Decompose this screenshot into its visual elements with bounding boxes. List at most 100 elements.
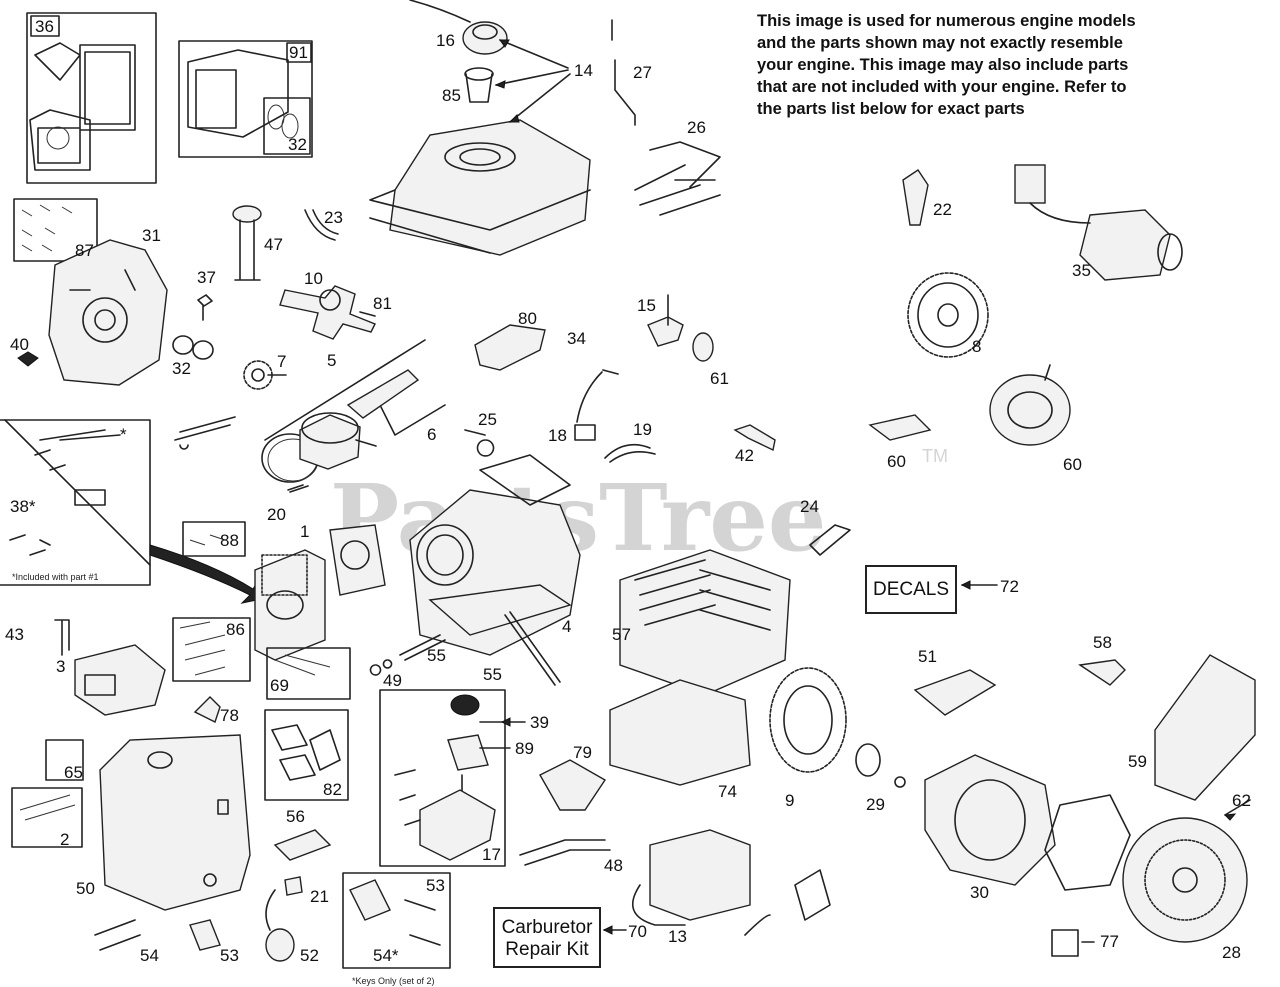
callout-77: 77 <box>1100 932 1119 951</box>
callout-89: 89 <box>515 739 534 758</box>
hardware-box-77 <box>1051 929 1079 957</box>
rod-55b <box>504 611 561 686</box>
dipstick-47 <box>232 205 262 281</box>
callout-30: 30 <box>970 883 989 902</box>
callout-53a: 53 <box>426 876 445 895</box>
footnote-included: *Included with part #1 <box>12 572 99 582</box>
valves <box>174 416 236 450</box>
crankshaft-10 <box>279 285 376 340</box>
blower-housing-50 <box>99 734 251 911</box>
gasket-box-82 <box>264 709 349 801</box>
callout-23: 23 <box>324 208 343 227</box>
bracket-56 <box>273 829 332 861</box>
callout-29: 29 <box>866 795 885 814</box>
hardware-set-87 <box>13 198 98 262</box>
wire-harness <box>744 914 771 936</box>
callout-61: 61 <box>710 369 729 388</box>
crankcase-cover-31 <box>17 239 168 386</box>
fuel-valve-15 <box>647 294 684 347</box>
carburetor-kit-label-line1: Carburetor <box>501 917 593 938</box>
cylinder-head-1 <box>254 549 326 661</box>
elbow-43 <box>54 619 70 656</box>
callout-28: 28 <box>1222 943 1241 962</box>
callout-21: 21 <box>310 887 329 906</box>
rod-55 <box>399 634 446 661</box>
callout-10: 10 <box>304 269 323 288</box>
flywheel-8 <box>907 272 989 358</box>
callout-59: 59 <box>1128 752 1147 771</box>
callout-88: 88 <box>220 531 239 550</box>
carburetor-kit-label-line2: Repair Kit <box>505 939 589 960</box>
fuel-cap-16 <box>409 0 508 55</box>
callout-40: 40 <box>10 335 29 354</box>
fan-9 <box>769 667 847 773</box>
callout-87: 87 <box>75 241 94 260</box>
carburetor-repair-kit-box[interactable]: Carburetor Repair Kit <box>493 907 601 968</box>
callout-55a: 55 <box>427 646 446 665</box>
callout-55b: 55 <box>483 665 502 684</box>
hardware-box-86 <box>172 617 251 682</box>
footnote-keys: *Keys Only (set of 2) <box>352 976 435 986</box>
bracket-78 <box>193 696 221 723</box>
callout-1: 1 <box>300 522 309 541</box>
head-gasket <box>329 524 386 596</box>
carburetor-box-17 <box>379 689 506 867</box>
arrowhead-72 <box>960 580 971 590</box>
arrowhead-62 <box>1223 813 1237 821</box>
callout-34: 34 <box>567 329 586 348</box>
hardware-box-69 <box>266 647 351 700</box>
spark-plug-wire-34 <box>574 369 619 441</box>
callout-57: 57 <box>612 625 631 644</box>
blower-housing-30 <box>924 754 1056 886</box>
callout-48: 48 <box>604 856 623 875</box>
bracket-51 <box>913 669 997 716</box>
callout-35: 35 <box>1072 261 1091 280</box>
callout-62: 62 <box>1232 791 1251 810</box>
callout-25: 25 <box>478 410 497 429</box>
bracket-22 <box>902 169 929 226</box>
muffler-cover-74 <box>609 679 751 786</box>
recoil-starter-28 <box>1122 817 1248 943</box>
callout-32: 32 <box>288 135 307 154</box>
callout-7: 7 <box>277 352 286 371</box>
callout-39: 39 <box>530 713 549 732</box>
hose-23 <box>304 209 339 241</box>
callout-60b: 60 <box>1063 455 1082 474</box>
gear-7 <box>243 360 287 390</box>
callout-18: 18 <box>548 426 567 445</box>
callout-13: 13 <box>668 927 687 946</box>
leader-62 <box>1224 799 1251 816</box>
callout-32b: 32 <box>172 359 191 378</box>
callout-60a: 60 <box>887 452 906 471</box>
callout-54star: 54* <box>373 946 399 965</box>
bracket-24 <box>809 524 851 556</box>
wire-19 <box>604 443 656 463</box>
callout-16: 16 <box>436 31 455 50</box>
callout-26: 26 <box>687 118 706 137</box>
callout-4: 4 <box>562 617 571 636</box>
decals-box[interactable]: DECALS <box>865 565 957 614</box>
plug-52 <box>265 889 295 962</box>
gear-25 <box>464 429 495 457</box>
bracket-79 <box>539 759 606 811</box>
arrowhead-39 <box>500 717 511 727</box>
callout-27: 27 <box>633 63 652 82</box>
callout-91: 91 <box>289 43 308 62</box>
callout-56: 56 <box>286 807 305 826</box>
callout-15: 15 <box>637 296 656 315</box>
filter-mesh <box>794 869 831 921</box>
knob-61 <box>692 332 714 362</box>
air-cleaner-13 <box>631 829 751 926</box>
callout-20: 20 <box>267 505 286 524</box>
starter-motor-35 <box>1014 164 1183 281</box>
callout-37: 37 <box>197 268 216 287</box>
kit-38: *Included with part #1 <box>0 419 151 586</box>
callout-8: 8 <box>972 337 981 356</box>
callout-star: * <box>120 425 127 444</box>
watermark-tm: TM <box>922 446 948 466</box>
callout-85: 85 <box>442 86 461 105</box>
arrowhead-70 <box>602 925 613 935</box>
callout-82: 82 <box>323 780 342 799</box>
linkage-26 <box>634 141 721 216</box>
